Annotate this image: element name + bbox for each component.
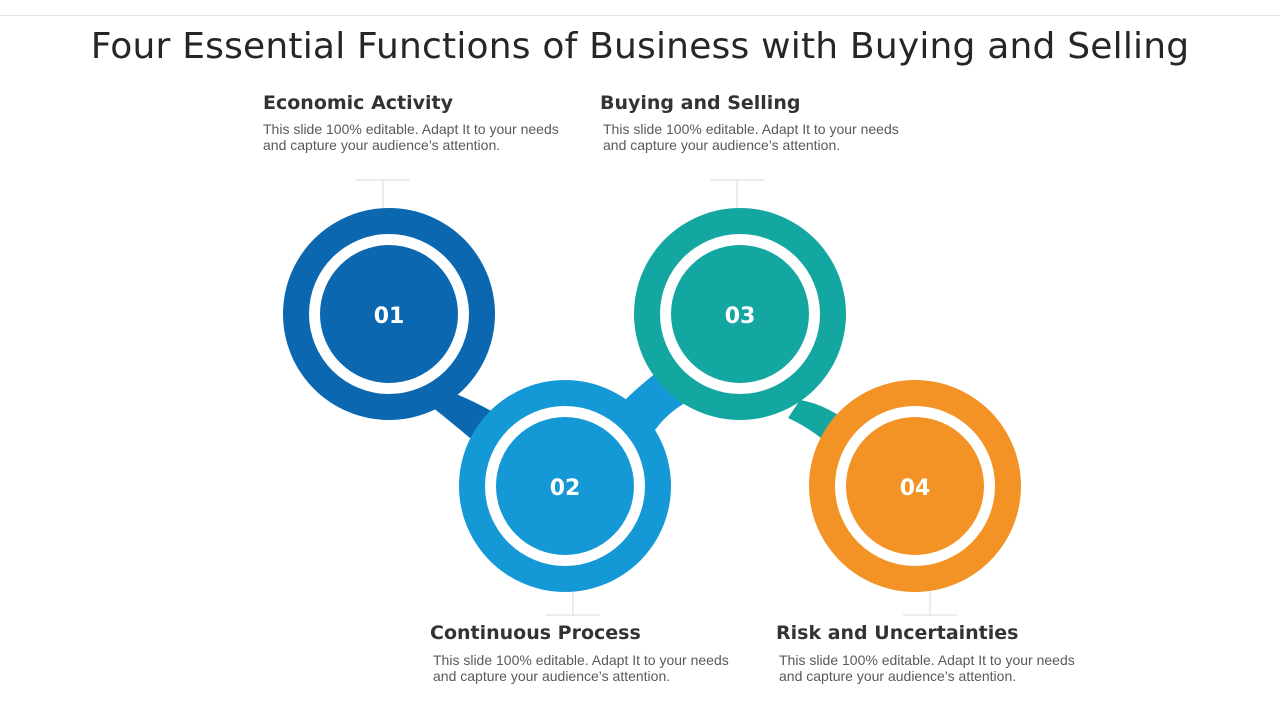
step-description-02: This slide 100% editable. Adapt It to yo… — [433, 652, 729, 684]
step-number-01: 01 — [374, 304, 405, 329]
step-description-04: This slide 100% editable. Adapt It to yo… — [779, 652, 1075, 684]
step-heading-04: Risk and Uncertainties — [776, 622, 1019, 644]
step-circle-02: 02 — [459, 380, 671, 592]
top-divider — [0, 15, 1280, 16]
connector-line-01 — [356, 179, 410, 208]
step-number-02: 02 — [550, 476, 581, 501]
step-description-03: This slide 100% editable. Adapt It to yo… — [603, 121, 899, 153]
step-circle-01: 01 — [283, 208, 495, 420]
step-heading-01: Economic Activity — [263, 92, 453, 114]
step-heading-03: Buying and Selling — [600, 92, 801, 114]
connector-line-04 — [903, 591, 957, 616]
connector-line-03 — [710, 179, 764, 208]
step-circle-03: 03 — [634, 208, 846, 420]
slide-title: Four Essential Functions of Business wit… — [90, 26, 1190, 67]
step-circle-04: 04 — [809, 380, 1021, 592]
connector-line-02 — [546, 591, 600, 616]
step-description-01: This slide 100% editable. Adapt It to yo… — [263, 121, 559, 153]
step-heading-02: Continuous Process — [430, 622, 641, 644]
step-number-03: 03 — [725, 304, 756, 329]
step-number-04: 04 — [900, 476, 931, 501]
